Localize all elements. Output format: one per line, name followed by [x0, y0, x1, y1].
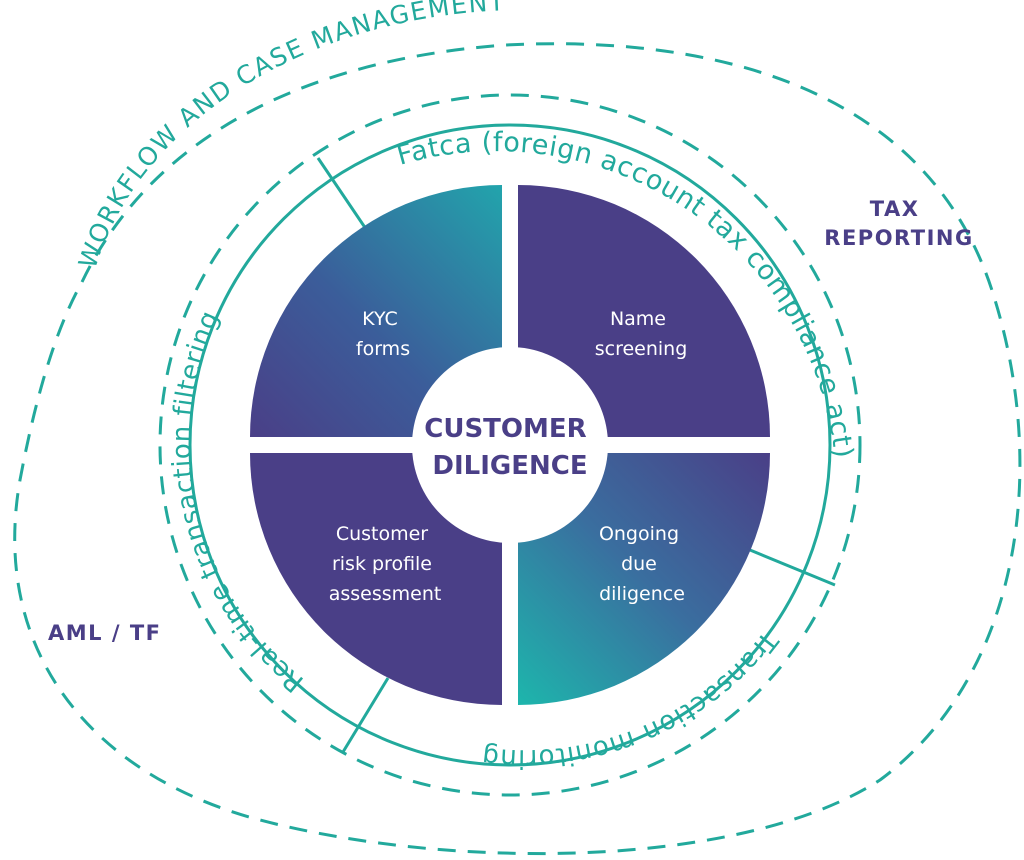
middle-ring	[158, 93, 862, 797]
aml-tf-label: AML / TF	[48, 621, 162, 645]
tax-reporting-label: TAX REPORTING	[824, 197, 973, 250]
center-circle	[412, 347, 608, 543]
ring-divider-right	[749, 548, 836, 587]
ring-divider-top-left	[316, 157, 370, 233]
ring-divider-bottom-left	[341, 677, 390, 753]
quadrant-risk-profile	[250, 453, 502, 705]
outer-dashed-boundary	[13, 42, 1022, 856]
quadrant-kyc	[250, 185, 502, 437]
kyc-label: KYC forms	[356, 308, 410, 360]
quadrant-due-diligence	[518, 453, 770, 705]
quadrant-name-screening	[518, 185, 770, 437]
due-diligence-label: Ongoing due diligence	[599, 523, 685, 605]
name-screening-label: Name screening	[595, 308, 688, 360]
center-label: CUSTOMER DILIGENCE	[424, 414, 595, 481]
risk-profile-label: Customer risk profile assessment	[329, 523, 442, 605]
